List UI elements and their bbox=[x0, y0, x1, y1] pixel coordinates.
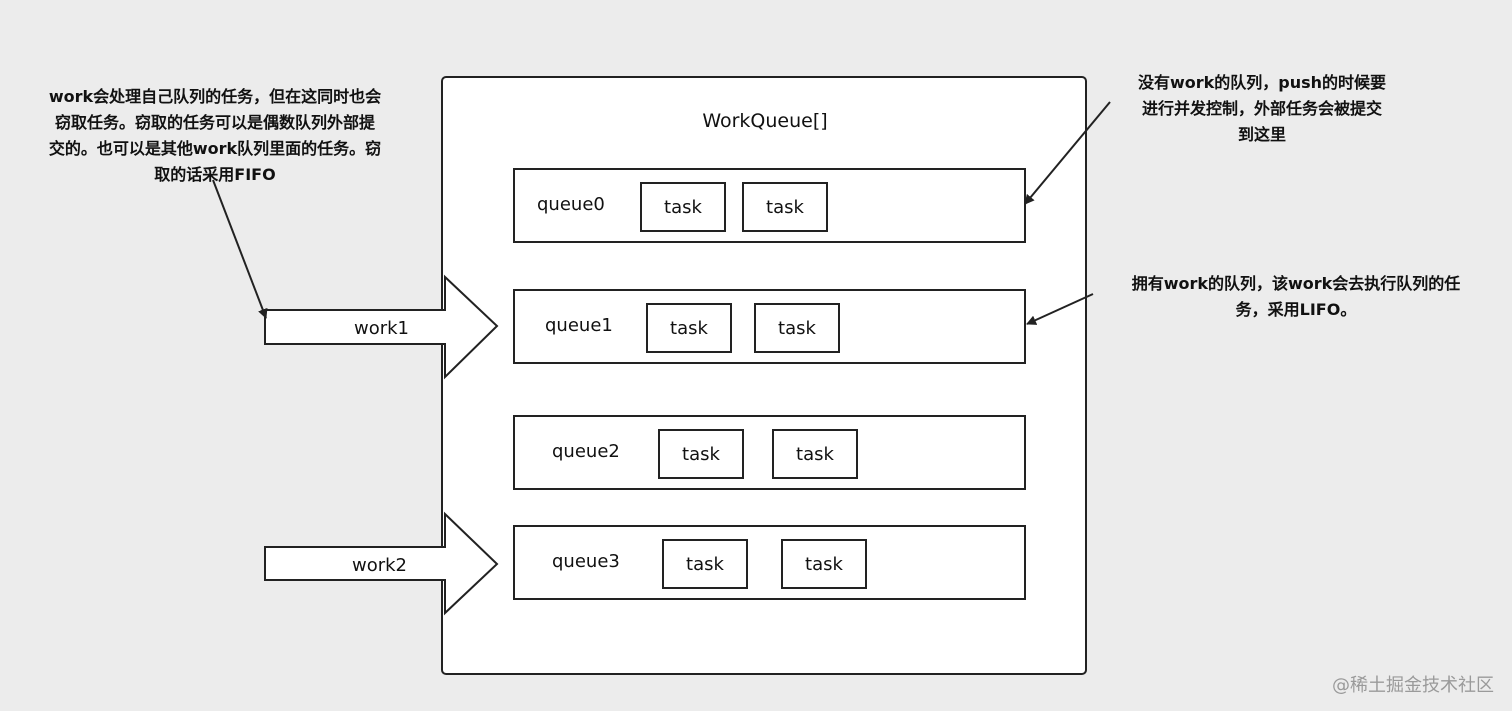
task-box: task bbox=[742, 182, 828, 232]
task-box: task bbox=[781, 539, 867, 589]
task-box: task bbox=[772, 429, 858, 479]
note-line: 取的话采用FIFO bbox=[154, 165, 276, 184]
queue-box-3: queue3 task task bbox=[513, 525, 1026, 600]
note-line: 拥有work的队列，该work会去执行队列的任 bbox=[1131, 274, 1461, 293]
queue-label-0: queue0 bbox=[537, 194, 605, 215]
queue-box-1: queue1 task task bbox=[513, 289, 1026, 364]
task-box: task bbox=[754, 303, 840, 353]
work2-block-arrow bbox=[264, 511, 499, 616]
left-note: work会处理自己队列的任务，但在这同时也会 窃取任务。窃取的任务可以是偶数队列… bbox=[14, 84, 416, 188]
queue-label-1: queue1 bbox=[545, 315, 613, 336]
note-line: 窃取任务。窃取的任务可以是偶数队列外部提 bbox=[54, 113, 375, 132]
task-box: task bbox=[646, 303, 732, 353]
task-box: task bbox=[662, 539, 748, 589]
work1-block-arrow bbox=[264, 274, 499, 380]
note-line: 务，采用LIFO。 bbox=[1235, 300, 1357, 319]
queue-box-0: queue0 task task bbox=[513, 168, 1026, 243]
queue-label-2: queue2 bbox=[552, 441, 620, 462]
mid-right-note-pointer bbox=[1026, 293, 1094, 325]
note-line: work会处理自己队列的任务，但在这同时也会 bbox=[48, 87, 382, 106]
queue-box-2: queue2 task task bbox=[513, 415, 1026, 490]
mid-right-note: 拥有work的队列，该work会去执行队列的任 务，采用LIFO。 bbox=[1096, 271, 1496, 323]
note-line: 到这里 bbox=[1237, 125, 1286, 144]
note-line: 交的。也可以是其他work队列里面的任务。窃 bbox=[48, 139, 382, 158]
note-line: 进行并发控制，外部任务会被提交 bbox=[1141, 99, 1382, 118]
top-right-note-pointer bbox=[1024, 101, 1111, 205]
note-line: 没有work的队列，push的时候要 bbox=[1137, 73, 1387, 92]
workqueue-title: WorkQueue[] bbox=[702, 110, 828, 132]
left-note-pointer bbox=[212, 179, 268, 319]
work1-label: work1 bbox=[354, 318, 410, 339]
queue-label-3: queue3 bbox=[552, 551, 620, 572]
watermark: @稀土掘金技术社区 bbox=[1332, 675, 1494, 696]
work2-label: work2 bbox=[352, 555, 408, 576]
task-box: task bbox=[640, 182, 726, 232]
top-right-note: 没有work的队列，push的时候要 进行并发控制，外部任务会被提交 到这里 bbox=[1107, 70, 1417, 148]
task-box: task bbox=[658, 429, 744, 479]
